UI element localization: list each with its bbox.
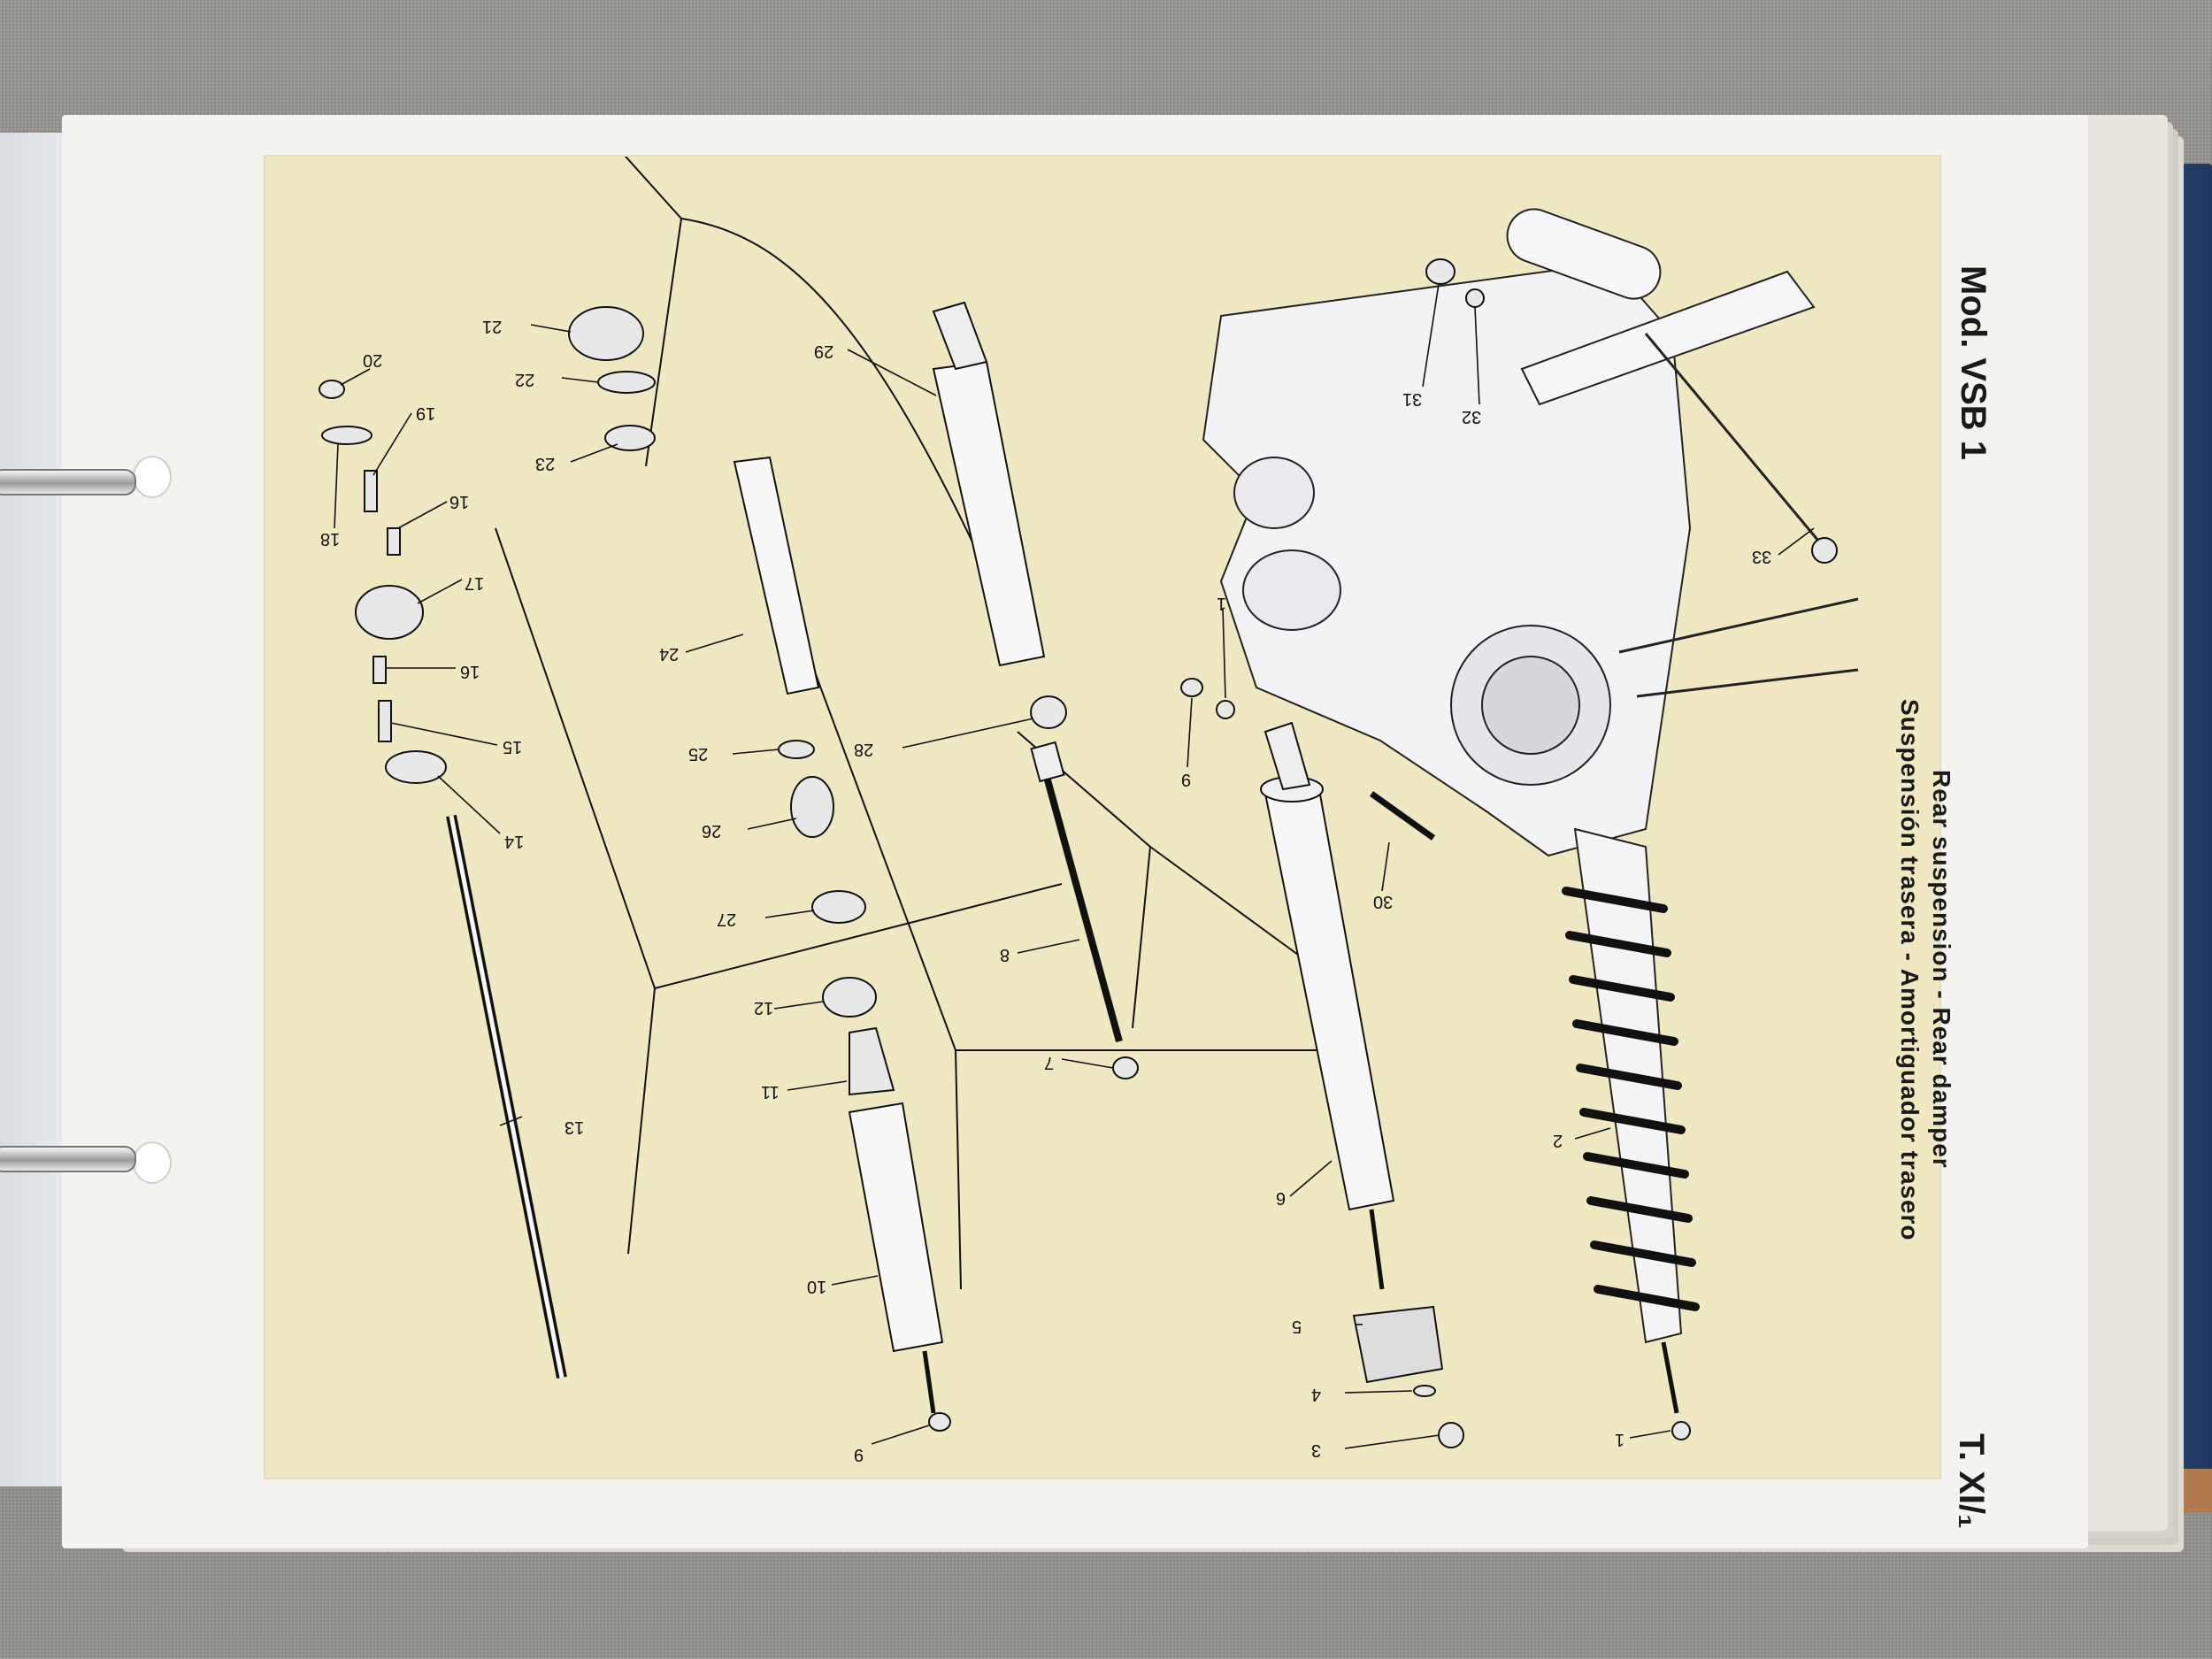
plate-reference: T. XI/₁: [1952, 1433, 1991, 1529]
page-header: Mod. VSB 1 Rear suspension - Rear damper…: [1896, 265, 2008, 1557]
part-30: [1369, 791, 1436, 841]
pivot-bolt: [1644, 333, 1824, 547]
tube-10: [848, 1102, 944, 1353]
part-1-upper: [1216, 700, 1235, 719]
piston-rod-8: [1041, 765, 1123, 1043]
tube-24: [733, 456, 820, 695]
rear-damper-assembled: [1562, 827, 1700, 1414]
part-25: [778, 740, 815, 759]
part-1-lower: [1671, 1421, 1691, 1440]
part-33: [1811, 537, 1838, 564]
part-11: [849, 1026, 895, 1096]
part-label-31: 31: [1402, 389, 1423, 409]
part-22: [597, 371, 656, 394]
swingarm-engine-body: [1202, 208, 1816, 857]
part-label-6: 6: [1276, 1188, 1286, 1208]
part-label-27: 27: [717, 910, 737, 929]
part-16-lower: [373, 656, 387, 684]
part-label-26: 26: [702, 821, 722, 841]
exploded-diagram: [319, 157, 1859, 1449]
part-label-8: 8: [1000, 945, 1010, 964]
part-label-24: 24: [659, 644, 680, 664]
part-17: [355, 585, 424, 640]
stud-bolt: [1618, 597, 1859, 654]
exploded-diagram-plate: 20 19 18 16 17 16 15 14 13 21 22 23 24 2…: [264, 155, 1941, 1479]
part-label-11: 11: [761, 1082, 780, 1102]
section-title-es: Suspensión trasera - Amortiguador traser…: [1896, 699, 1924, 1241]
part-label-15: 15: [503, 737, 523, 757]
part-label-25: 25: [688, 744, 709, 764]
guide-line: [813, 669, 1345, 1051]
part-label-22: 22: [515, 370, 535, 389]
guide-line: [1149, 846, 1309, 963]
part-4: [1413, 1385, 1436, 1397]
part-label-20: 20: [363, 350, 383, 370]
rubber-cup-5: [1352, 1305, 1444, 1384]
binder-ring-top: [0, 469, 136, 495]
section-title-en: Rear suspension - Rear damper: [1928, 770, 1955, 1169]
part-label-16-lower: 16: [460, 662, 480, 681]
guide-line: [680, 218, 1027, 662]
part-7: [1112, 1056, 1139, 1079]
part-label-4: 4: [1311, 1385, 1322, 1404]
part-label-23: 23: [535, 454, 556, 473]
tube-29: [932, 301, 1046, 667]
part-label-29: 29: [814, 342, 834, 361]
part-label-17: 17: [465, 573, 485, 593]
ring-hole-top: [133, 456, 172, 498]
guide-line: [1017, 731, 1152, 1029]
part-label-5: 5: [1292, 1317, 1302, 1336]
part-3: [1438, 1422, 1464, 1448]
part-label-19: 19: [416, 403, 436, 423]
ring-hole-bottom: [133, 1141, 172, 1184]
guide-line: [654, 883, 1063, 989]
part-9-lower: [928, 1412, 951, 1432]
part-15: [378, 700, 392, 742]
model-title: Mod. VSB 1: [1954, 265, 1993, 461]
binder-ring-bottom: [0, 1146, 136, 1172]
part-label-21: 21: [482, 317, 503, 336]
part-16-upper: [387, 527, 401, 556]
part-label-3: 3: [1311, 1440, 1322, 1460]
part-label-14: 14: [504, 832, 525, 851]
part-label-30: 30: [1373, 892, 1394, 911]
part-label-10: 10: [807, 1277, 827, 1296]
part-18: [321, 426, 373, 445]
part-label-18: 18: [320, 529, 341, 549]
part-label-16-upper: 16: [449, 492, 470, 511]
part-label-32: 32: [1462, 407, 1482, 426]
part-14: [385, 750, 447, 784]
stud-bolt: [1636, 668, 1859, 698]
part-label-33: 33: [1752, 547, 1772, 566]
part-label-9-upper: 9: [1181, 770, 1192, 789]
part-19: [364, 470, 378, 512]
part-32: [1465, 288, 1485, 308]
part-label-12: 12: [754, 998, 774, 1018]
part-12: [822, 977, 877, 1018]
damper-body-6: [1260, 721, 1395, 1290]
part-label-1-lower: 1: [1615, 1430, 1625, 1449]
part-label-7: 7: [1044, 1053, 1055, 1072]
part-label-28: 28: [854, 740, 874, 759]
part-label-1-upper: 1: [1217, 594, 1227, 613]
part-9-upper: [1180, 678, 1203, 697]
part-label-2: 2: [1553, 1131, 1563, 1150]
guide-line: [955, 1049, 962, 1290]
part-26: [790, 776, 834, 838]
part-20: [319, 380, 345, 399]
part-label-13: 13: [565, 1118, 585, 1137]
part-21: [568, 306, 644, 361]
part-28: [1030, 695, 1067, 729]
part-27: [811, 890, 866, 924]
part-31: [1425, 258, 1455, 285]
part-label-9-lower: 9: [854, 1445, 864, 1464]
